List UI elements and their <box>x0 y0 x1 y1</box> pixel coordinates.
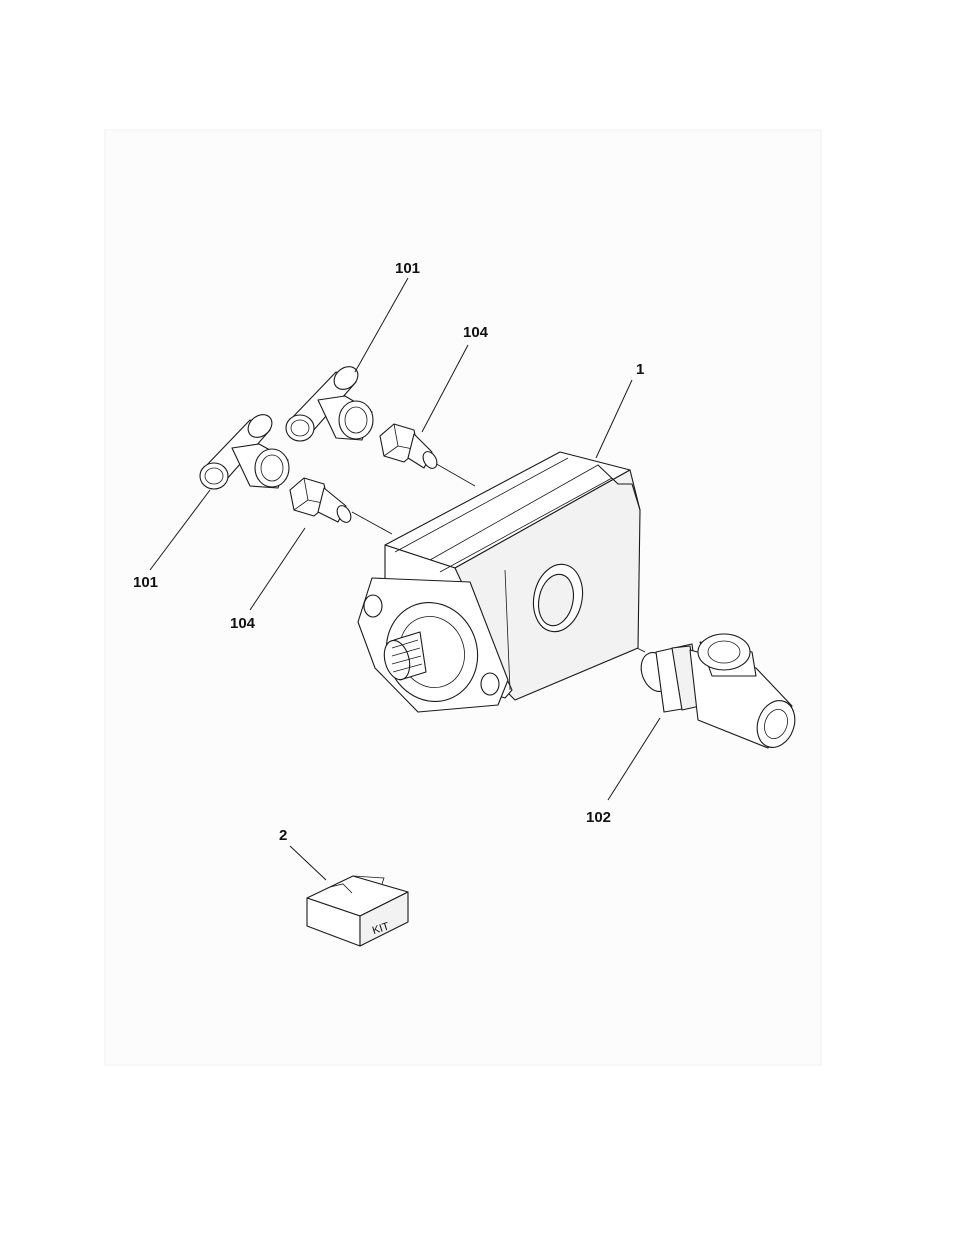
callout-101-upper: 101 <box>395 260 420 277</box>
callout-1: 1 <box>636 361 644 378</box>
callout-101-lower: 101 <box>133 574 158 591</box>
callout-104-lower: 104 <box>230 615 256 632</box>
callout-104-upper: 104 <box>463 324 489 341</box>
callout-102: 102 <box>586 809 611 826</box>
callout-2: 2 <box>279 827 287 844</box>
